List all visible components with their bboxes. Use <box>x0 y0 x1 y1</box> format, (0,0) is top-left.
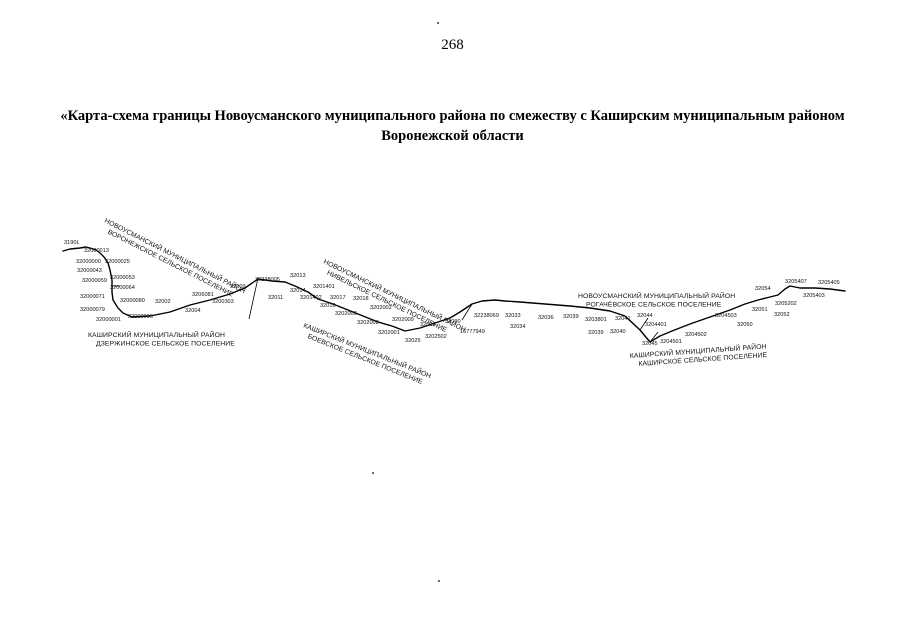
point-label: 32238005 <box>255 277 280 283</box>
point-label: 32036 <box>538 315 554 321</box>
point-label: 32051 <box>752 307 768 313</box>
region-label-line: ДЗЕРЖИНСКОЕ СЕЛЬСКОЕ ПОСЕЛЕНИЕ <box>96 341 235 348</box>
point-label: 32039 <box>588 330 604 336</box>
point-label: 32050 <box>737 322 753 328</box>
point-label: 32025 <box>405 338 421 344</box>
point-label: 32000043 <box>77 268 102 274</box>
point-label: 3205407 <box>785 279 807 285</box>
region-label-line: КАШИРСКИЙ МУНИЦИПАЛЬНЫЙ РАЙОН <box>88 330 225 339</box>
boundary-tick <box>649 331 659 343</box>
point-label: 32000013 <box>84 248 109 254</box>
point-label: 32016 <box>320 303 336 309</box>
point-label: 32002 <box>155 299 171 305</box>
point-label: 3190L <box>64 240 80 246</box>
point-label: 3206081 <box>192 292 214 298</box>
point-label: 32011 <box>268 295 283 301</box>
point-label: 32013 <box>290 273 306 279</box>
scan-speck <box>437 22 439 24</box>
point-label: 32052 <box>774 312 790 318</box>
region-label-line: РОГАЧЁВСКОЕ СЕЛЬСКОЕ ПОСЕЛЕНИЕ <box>586 301 722 309</box>
point-label: 16777949 <box>460 329 485 335</box>
point-label: 32054 <box>755 286 771 292</box>
point-label: 32018 <box>353 296 369 302</box>
region-labels: НОВОУСМАНСКИЙ МУНИЦИПАЛЬНЫЙ РАЙОНВОРОНЕЖ… <box>88 216 768 387</box>
point-label: 32041 <box>615 316 631 322</box>
point-label: 3204503 <box>715 313 737 319</box>
point-label: 32004 <box>185 308 201 314</box>
point-label: 32000053 <box>110 275 135 281</box>
point-label: 32000079 <box>80 307 105 313</box>
point-label: 32017 <box>330 295 346 301</box>
point-label: 32030 <box>445 319 461 325</box>
point-label: 32039 <box>563 314 579 320</box>
point-label: 32000000 <box>76 259 101 265</box>
point-label: 3203801 <box>585 317 607 323</box>
point-label: 32000001 <box>96 317 121 323</box>
point-label: 32238069 <box>474 313 499 319</box>
point-label: 3201401 <box>313 284 335 290</box>
boundary-tick <box>248 277 259 320</box>
point-label: 32045 <box>642 341 658 347</box>
point-label: 32033 <box>505 313 521 319</box>
boundary-tick <box>461 303 473 321</box>
point-label: 32009 <box>230 284 246 290</box>
point-label: 3204502 <box>685 332 707 338</box>
point-label: 32040 <box>610 329 626 335</box>
point-label: 3202003 <box>335 311 357 317</box>
point-label: 32000064 <box>110 285 135 291</box>
scan-speck <box>438 580 440 582</box>
point-label: 3201402 <box>300 295 322 301</box>
document-title: «Карта-схема границы Новоусманского муни… <box>60 108 845 144</box>
point-label: 32014 <box>290 288 306 294</box>
point-label: 32000080 <box>120 298 145 304</box>
point-label: 3205202 <box>775 301 797 307</box>
point-label: 3202002 <box>370 305 392 311</box>
point-label: 32000059 <box>82 278 107 284</box>
page-number: 268 <box>441 37 464 53</box>
point-label: 32044 <box>637 313 653 319</box>
point-label: 3202009 <box>392 317 414 323</box>
scan-speck <box>372 472 374 474</box>
point-label: 3202502 <box>425 334 447 340</box>
region-label-line: НОВОУСМАНСКИЙ МУНИЦИПАЛЬНЫЙ РАЙОН <box>578 291 735 300</box>
point-label: 32000071 <box>80 294 105 300</box>
point-label: 3205403 <box>803 293 825 299</box>
region-label: КАШИРСКИЙ МУНИЦИПАЛЬНЫЙ РАЙОН ДЗЕРЖИНСКОЕ… <box>88 330 235 348</box>
point-label: 32026 <box>420 322 436 328</box>
point-label: 3204501 <box>660 339 682 345</box>
point-label: 32034 <box>510 324 526 330</box>
boundary-tick <box>639 317 649 331</box>
point-label: 3202001 <box>378 330 400 336</box>
point-label: 3205405 <box>818 280 840 286</box>
point-label: 32000006 <box>128 314 153 320</box>
boundary-line <box>62 246 846 343</box>
point-label: 32000025 <box>105 259 130 265</box>
boundary-ticks <box>112 277 659 343</box>
region-label: НОВОУСМАНСКИЙ МУНИЦИПАЛЬНЫЙ РАЙОНРОГАЧЁВ… <box>578 291 735 309</box>
region-label-line: НОВОУСМАНСКИЙ МУНИЦИПАЛЬНЫЙ РАЙОН <box>103 216 247 295</box>
point-label: 3200303 <box>212 299 234 305</box>
point-label: 3204401 <box>645 322 667 328</box>
point-label: 3202008 <box>357 320 379 326</box>
